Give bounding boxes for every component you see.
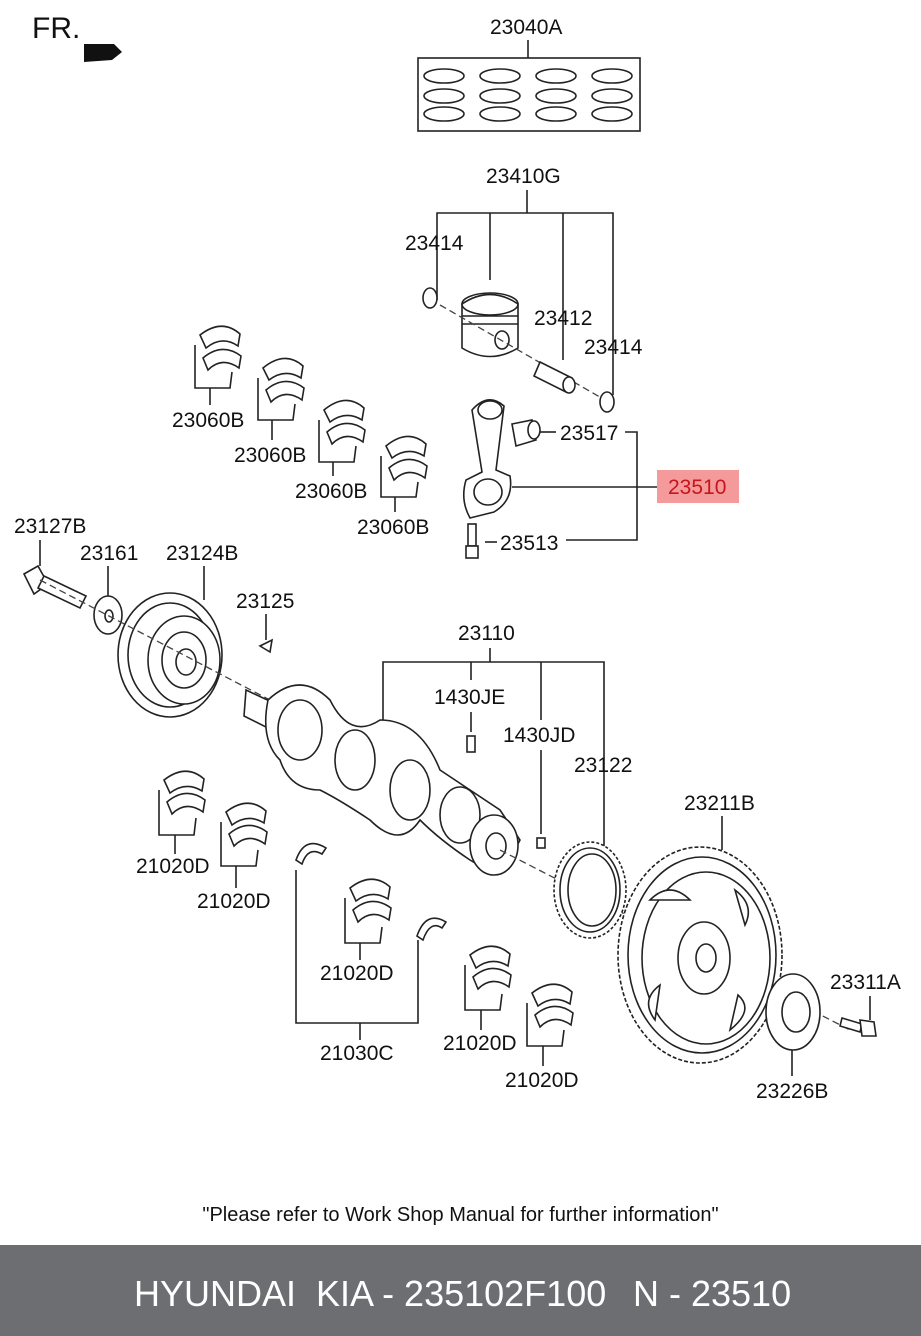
label-21020D-3[interactable]: 21020D [320, 962, 394, 985]
flywheel-bolt-icon [839, 1016, 877, 1037]
rod-bolt-icon [465, 523, 479, 559]
bearing-shell-icon [194, 325, 428, 498]
connecting-rod-icon [462, 399, 512, 519]
highlight-23510 [657, 470, 739, 503]
woodruff-key-icon [258, 638, 274, 654]
piston-pin-icon [532, 360, 576, 394]
label-23040A[interactable]: 23040A [490, 16, 562, 39]
footer-bar: HYUNDAI KIA - 235102F100 N - 23510 [0, 1245, 921, 1336]
label-23510[interactable]: 23510 [668, 476, 726, 499]
dowel-pin-icon [466, 735, 476, 753]
piston-icon [461, 292, 519, 358]
parts-diagram: FR. 23040A 23410G 23414 23412 23414 [14, 12, 901, 1103]
label-23161[interactable]: 23161 [80, 542, 138, 565]
main-bearing-icon [158, 770, 574, 1047]
snap-ring-icon [422, 287, 438, 309]
label-23125[interactable]: 23125 [236, 590, 294, 613]
crankshaft-icon [243, 684, 521, 876]
piston-rings-icon [423, 68, 633, 122]
label-23211B[interactable]: 23211B [684, 792, 755, 815]
snap-ring-icon [599, 391, 615, 413]
orientation-label: FR. [32, 12, 80, 45]
label-21020D-2[interactable]: 21020D [197, 890, 271, 913]
label-1430JE[interactable]: 1430JE [434, 686, 505, 709]
flywheel-icon [617, 846, 783, 1064]
footer-part-number: HYUNDAI KIA - 235102F100 [134, 1273, 607, 1314]
label-1430JD[interactable]: 1430JD [503, 724, 575, 747]
pulley-bolt-icon [22, 564, 88, 610]
label-23414-left[interactable]: 23414 [405, 232, 464, 255]
crankshaft-pulley-icon [117, 592, 223, 718]
label-23517[interactable]: 23517 [560, 422, 618, 445]
piston-ring-box [417, 57, 641, 132]
thrust-washer-icon [295, 842, 328, 866]
label-23060B-2[interactable]: 23060B [234, 444, 306, 467]
label-23513[interactable]: 23513 [500, 532, 558, 555]
label-23110[interactable]: 23110 [458, 622, 515, 645]
label-23060B-3[interactable]: 23060B [295, 480, 367, 503]
label-23311A[interactable]: 23311A [830, 971, 901, 994]
label-23412[interactable]: 23412 [534, 307, 592, 330]
label-23124B[interactable]: 23124B [166, 542, 238, 565]
washer-icon [93, 595, 123, 635]
footer-reference: N - 23510 [633, 1273, 792, 1314]
note-text: "Please refer to Work Shop Manual for fu… [202, 1204, 719, 1226]
label-23410G[interactable]: 23410G [486, 165, 561, 188]
label-23060B-1[interactable]: 23060B [172, 409, 244, 432]
adapter-plate-icon [765, 973, 821, 1051]
reluctor-ring-icon [553, 841, 627, 939]
label-21020D-5[interactable]: 21020D [505, 1069, 579, 1092]
dowel-pin-icon [536, 837, 546, 849]
label-23226B[interactable]: 23226B [756, 1080, 828, 1103]
label-21030C[interactable]: 21030C [320, 1042, 394, 1065]
label-23414-right[interactable]: 23414 [584, 336, 643, 359]
thrust-washer-icon [416, 917, 448, 942]
bushing-icon [511, 419, 541, 448]
label-21020D-4[interactable]: 21020D [443, 1032, 517, 1055]
label-23127B[interactable]: 23127B [14, 515, 86, 538]
label-23122[interactable]: 23122 [574, 754, 632, 777]
front-arrow-icon [84, 44, 122, 62]
label-23060B-4[interactable]: 23060B [357, 516, 429, 539]
label-21020D-1[interactable]: 21020D [136, 855, 210, 878]
